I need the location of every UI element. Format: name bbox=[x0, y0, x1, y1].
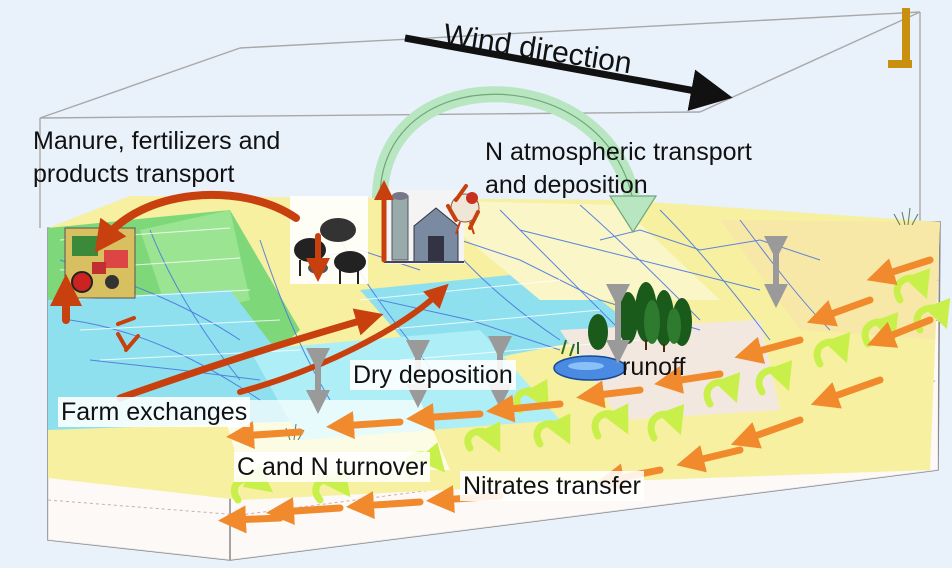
farm-barn-icon bbox=[384, 190, 464, 264]
runoff-label: runoff bbox=[622, 353, 686, 381]
tractor-icon bbox=[64, 227, 136, 299]
atmospheric-label-line-1: N atmospheric transport bbox=[485, 138, 752, 166]
cattle-icon bbox=[290, 196, 368, 284]
manure-label-line-1: Manure, fertilizers and bbox=[33, 127, 281, 155]
box-wireframe bbox=[39, 11, 921, 228]
atmospheric-transport-label: N atmospheric transport and deposition bbox=[485, 136, 752, 202]
post-icon bbox=[888, 8, 912, 68]
turnover-label: C and N turnover bbox=[234, 452, 431, 482]
wind-arrow bbox=[404, 34, 733, 111]
atmospheric-transport-arrow bbox=[372, 86, 658, 234]
farm-exchange-arrows bbox=[50, 180, 480, 402]
land-surface bbox=[48, 196, 940, 500]
dry-deposition-label: Dry deposition bbox=[350, 360, 516, 390]
atmospheric-label-line-2: and deposition bbox=[485, 171, 648, 199]
poultry-icon bbox=[450, 192, 480, 235]
forest-icon bbox=[588, 282, 692, 352]
nitrates-transfer-label: Nitrates transfer bbox=[460, 471, 644, 501]
manure-transport-label: Manure, fertilizers and products transpo… bbox=[33, 125, 280, 191]
farm-exchanges-label: Farm exchanges bbox=[58, 397, 251, 427]
manure-label-line-2: products transport bbox=[33, 160, 235, 188]
